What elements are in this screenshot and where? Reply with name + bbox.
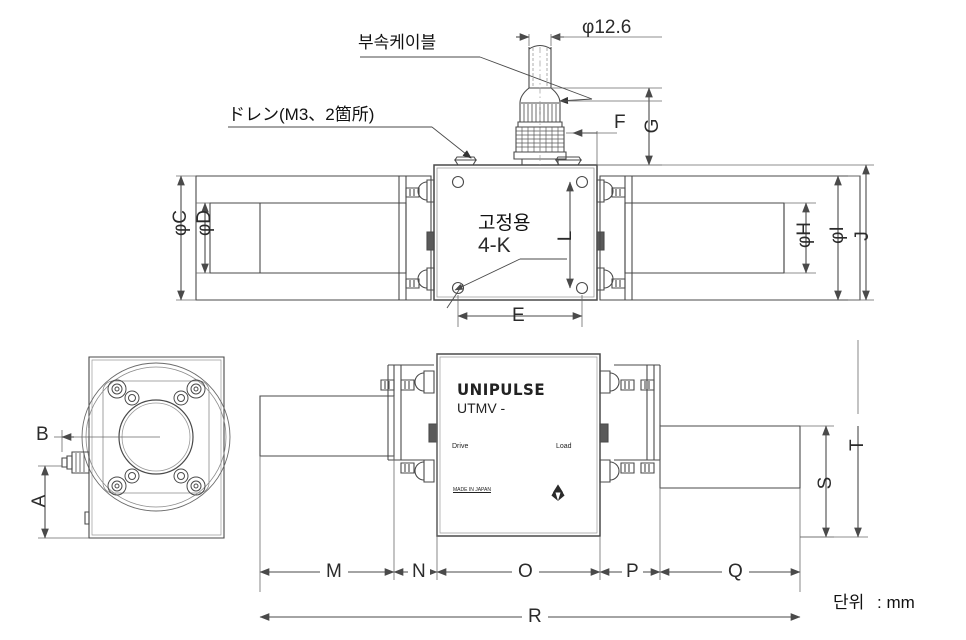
dim-E: E — [512, 305, 525, 326]
unit-colon: : — [877, 593, 882, 612]
annotation-mount-line2: 4-K — [478, 234, 511, 257]
dim-phi-D: φD — [194, 209, 215, 237]
dim-G: G — [642, 118, 663, 134]
nameplate-model: UTMV - — [457, 400, 506, 416]
dim-S: S — [815, 476, 836, 490]
nameplate-load-label: Load — [556, 443, 572, 450]
dim-M: M — [320, 561, 348, 583]
unit-label: 단위 — [833, 593, 865, 612]
dim-P: P — [622, 561, 643, 583]
annotation-mount-line1: 고정용 — [478, 213, 531, 234]
dim-phi-H: φH — [794, 221, 815, 249]
dim-phi-I: φI — [827, 226, 848, 244]
nameplate-drive-label: Drive — [452, 443, 469, 450]
dim-R: R — [522, 606, 548, 628]
dim-O: O — [512, 561, 539, 583]
dim-N: N — [408, 561, 430, 583]
annotation-drain: ドレン(M3、2箇所) — [228, 105, 375, 124]
dim-Q: Q — [722, 561, 749, 583]
nameplate-brand: UNIPULSE — [457, 380, 546, 400]
dim-A: A — [29, 494, 50, 508]
dim-B: B — [36, 424, 49, 445]
dim-F: F — [614, 112, 626, 133]
annotation-cable: 부속케이블 — [358, 33, 437, 52]
unit-note: 단위 : mm — [833, 588, 915, 613]
dim-L: L — [555, 230, 576, 242]
dim-phi-cable: φ12.6 — [582, 17, 632, 38]
dim-T: T — [847, 439, 868, 451]
dim-J: J — [852, 231, 873, 241]
unit-value: mm — [886, 593, 915, 612]
dim-phi-C: φC — [170, 209, 191, 237]
nameplate-origin: MADE IN JAPAN — [453, 487, 491, 493]
